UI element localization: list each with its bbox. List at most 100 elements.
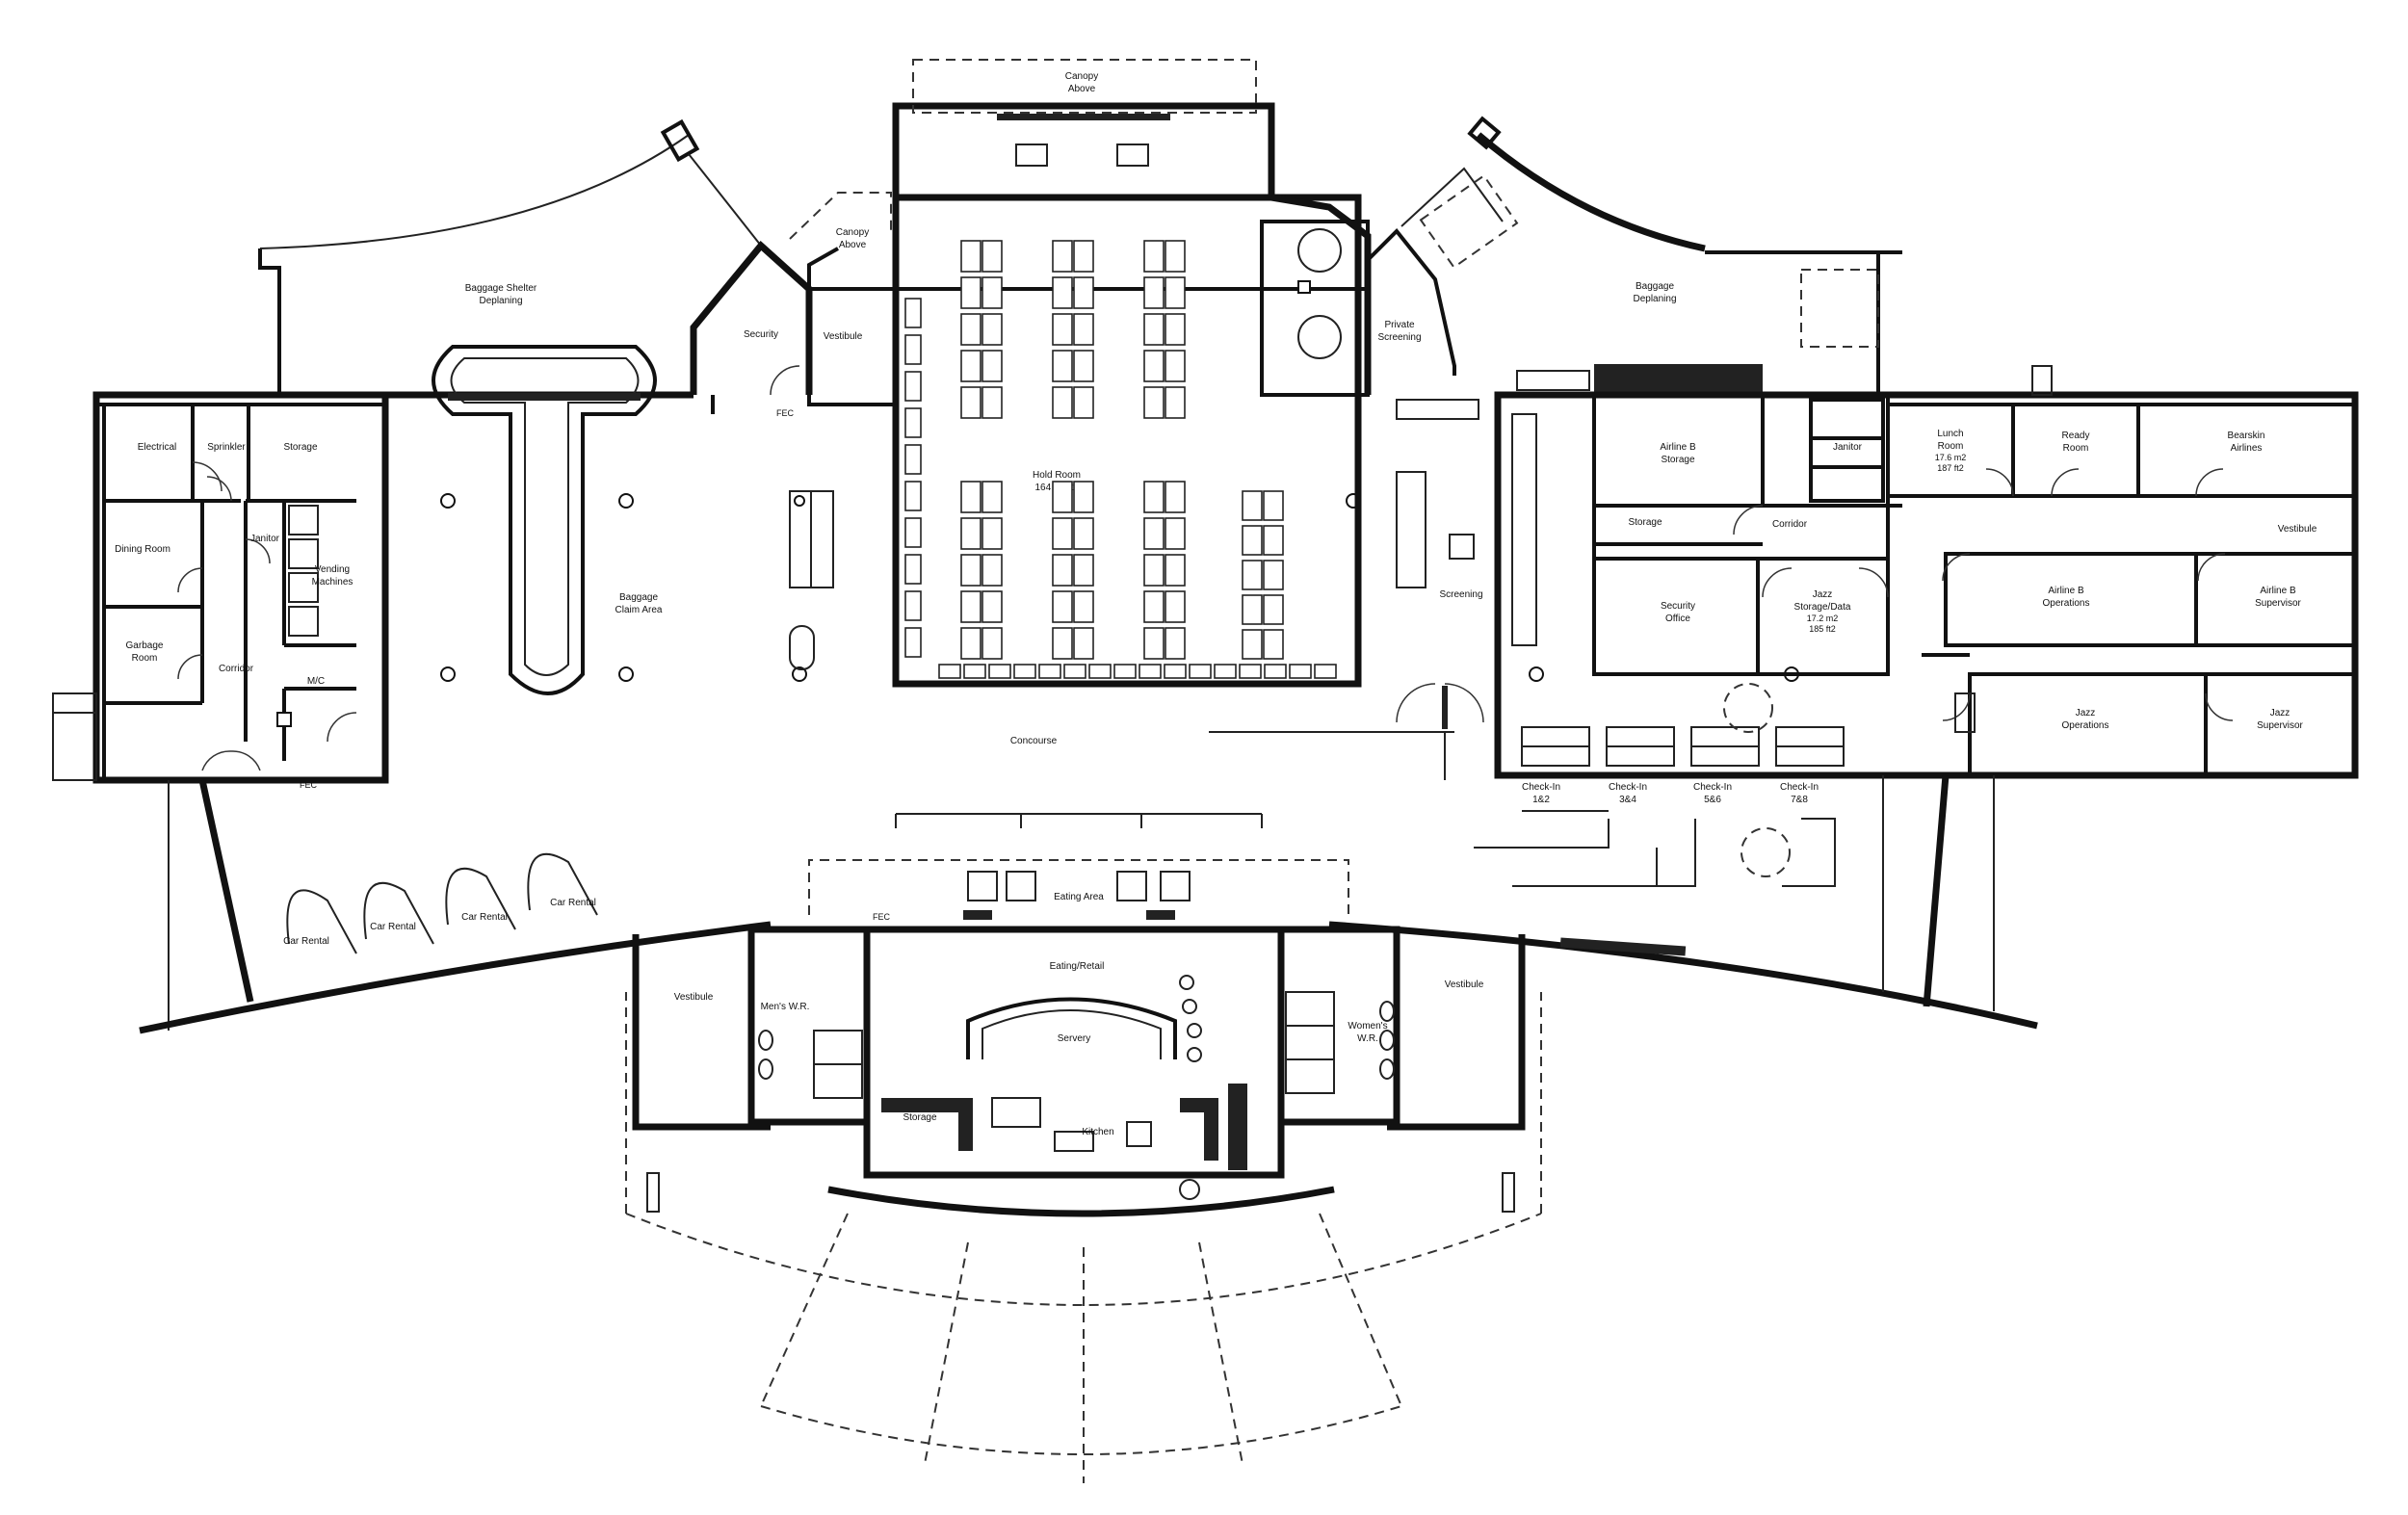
private-screening-label-1: Private: [1384, 320, 1415, 330]
car-rental-label-3: Car Rental: [461, 912, 508, 923]
security-vestibule: Security Vestibule Canopy Above FEC: [690, 192, 898, 418]
vending-machines-label-2: Machines: [312, 577, 353, 588]
hold-room-seat: [1113, 664, 1137, 679]
hold-room-seat: [1165, 517, 1186, 550]
baggage-deplaning: Baggage Deplaning: [1467, 116, 1902, 395]
vestibule-sw-label: Vestibule: [674, 992, 714, 1003]
security-office-label-1: Security: [1661, 601, 1695, 612]
hold-room-seat: [1263, 525, 1284, 556]
hold-room-seat: [982, 554, 1003, 587]
hold-room-seat: [1052, 554, 1073, 587]
car-rental-label-4: Car Rental: [550, 898, 596, 908]
hold-room-seat: [1013, 664, 1036, 679]
hold-room-seat: [1052, 481, 1073, 513]
womens-wr-label-1: Women's: [1348, 1021, 1387, 1032]
jazz-operations-label-1: Jazz: [2076, 708, 2096, 718]
kitchen-label: Kitchen: [1082, 1127, 1113, 1137]
hold-room-seat: [963, 664, 986, 679]
fec-north-label: FEC: [776, 408, 795, 418]
womens-wr-label-2: W.R.: [1357, 1033, 1378, 1044]
hold-room-seat: [1143, 240, 1165, 273]
jazz-storage-area-m2: 17.2 m2: [1807, 614, 1839, 623]
baggage-shelter-label-2: Deplaning: [479, 296, 522, 306]
hold-room-seat: [904, 444, 922, 475]
hold-room-seat: [1214, 664, 1237, 679]
jazz-storage-area-ft2: 185 ft2: [1809, 624, 1836, 634]
hold-room-seat: [904, 627, 922, 658]
fec-west-label: FEC: [300, 780, 318, 790]
checkin-4-label-2: 7&8: [1791, 795, 1808, 805]
hold-room-seat: [1263, 629, 1284, 660]
hold-room-seat: [1052, 276, 1073, 309]
hold-room-seat: [1052, 517, 1073, 550]
hold-room-seat: [1143, 517, 1165, 550]
hold-room-seat: [1073, 386, 1094, 419]
hold-room-seat: [1242, 525, 1263, 556]
hold-room-seat: [1073, 554, 1094, 587]
west-wing: Electrical Sprinkler Storage Dining Room…: [52, 391, 389, 790]
hold-room-seat: [1052, 313, 1073, 346]
hold-room-seat: [960, 590, 982, 623]
southeast-arcade: [1328, 774, 2038, 1030]
hold-room-seat: [1165, 590, 1186, 623]
hold-room-seat: [1073, 240, 1094, 273]
airline-b-operations-label-2: Operations: [2043, 598, 2090, 609]
dining-room-label: Dining Room: [115, 544, 170, 555]
hold-room-seat: [1143, 313, 1165, 346]
checkin-3-label-1: Check-In: [1693, 782, 1732, 793]
hold-room-seating: [904, 240, 1337, 679]
vestibule-east-label: Vestibule: [2278, 524, 2317, 535]
hold-room-seat: [960, 350, 982, 382]
car-rental: Car Rental Car Rental Car Rental Car Ren…: [139, 779, 772, 1034]
hold-room-seat: [1189, 664, 1212, 679]
hold-room-seat: [1242, 629, 1263, 660]
hold-room-seat: [1164, 664, 1187, 679]
corridor-east-label: Corridor: [1772, 519, 1808, 530]
hold-room-label-1: Hold Room: [1033, 470, 1081, 481]
hold-room-seat: [1073, 350, 1094, 382]
car-rental-label-2: Car Rental: [370, 922, 416, 932]
hold-room-seat: [960, 627, 982, 660]
garbage-room-label-2: Room: [132, 653, 158, 664]
hold-room-seat: [1165, 554, 1186, 587]
hold-room-seat: [1052, 350, 1073, 382]
hold-room-seat: [1165, 313, 1186, 346]
hold-room-seat: [1263, 594, 1284, 625]
concourse: Concourse Check-In 1&2 Check-In 3&4 Chec…: [789, 490, 1845, 887]
vestibule-north-label: Vestibule: [824, 331, 863, 342]
airline-b-operations-label-1: Airline B: [2048, 586, 2084, 596]
screening-label: Screening: [1439, 589, 1482, 600]
vending-machines-label-1: Vending: [315, 564, 350, 575]
checkin-3-label-2: 5&6: [1704, 795, 1721, 805]
mens-wr-label: Men's W.R.: [761, 1002, 810, 1012]
hold-room-seat: [988, 664, 1011, 679]
hold-room-seat: [1165, 627, 1186, 660]
eating-retail-label: Eating/Retail: [1050, 961, 1105, 972]
hold-room-seat: [1052, 627, 1073, 660]
lunch-room-label-1: Lunch: [1937, 429, 1963, 439]
storage-west-label: Storage: [283, 442, 317, 453]
hold-room-seat: [982, 517, 1003, 550]
checkin-2-label-1: Check-In: [1609, 782, 1647, 793]
car-rental-label-1: Car Rental: [283, 936, 329, 947]
lunch-room-area-ft2: 187 ft2: [1937, 463, 1964, 473]
airline-b-storage-label-2: Storage: [1661, 455, 1694, 465]
hold-room-seat: [1143, 350, 1165, 382]
lunch-room-area-m2: 17.6 m2: [1935, 453, 1967, 462]
hold-room-seat: [1052, 240, 1073, 273]
hold-room-seat: [1165, 240, 1186, 273]
airline-b-storage-label-1: Airline B: [1660, 442, 1696, 453]
janitor-label: Janitor: [250, 534, 280, 544]
checkin-4-label-1: Check-In: [1780, 782, 1819, 793]
ready-room-label-2: Room: [2063, 443, 2089, 454]
concourse-label: Concourse: [1010, 736, 1058, 746]
baggage-shelter-label-1: Baggage Shelter: [465, 283, 537, 294]
jazz-storage-label-2: Storage/Data: [1794, 602, 1851, 613]
hold-room-seat: [1143, 481, 1165, 513]
hold-room-seat: [1073, 517, 1094, 550]
lunch-room-label-2: Room: [1938, 441, 1964, 452]
baggage-claim-label-2: Claim Area: [615, 605, 663, 615]
hold-room-seat: [982, 350, 1003, 382]
checkin-counters: [1521, 726, 1845, 767]
jazz-storage-label-1: Jazz: [1813, 589, 1833, 600]
